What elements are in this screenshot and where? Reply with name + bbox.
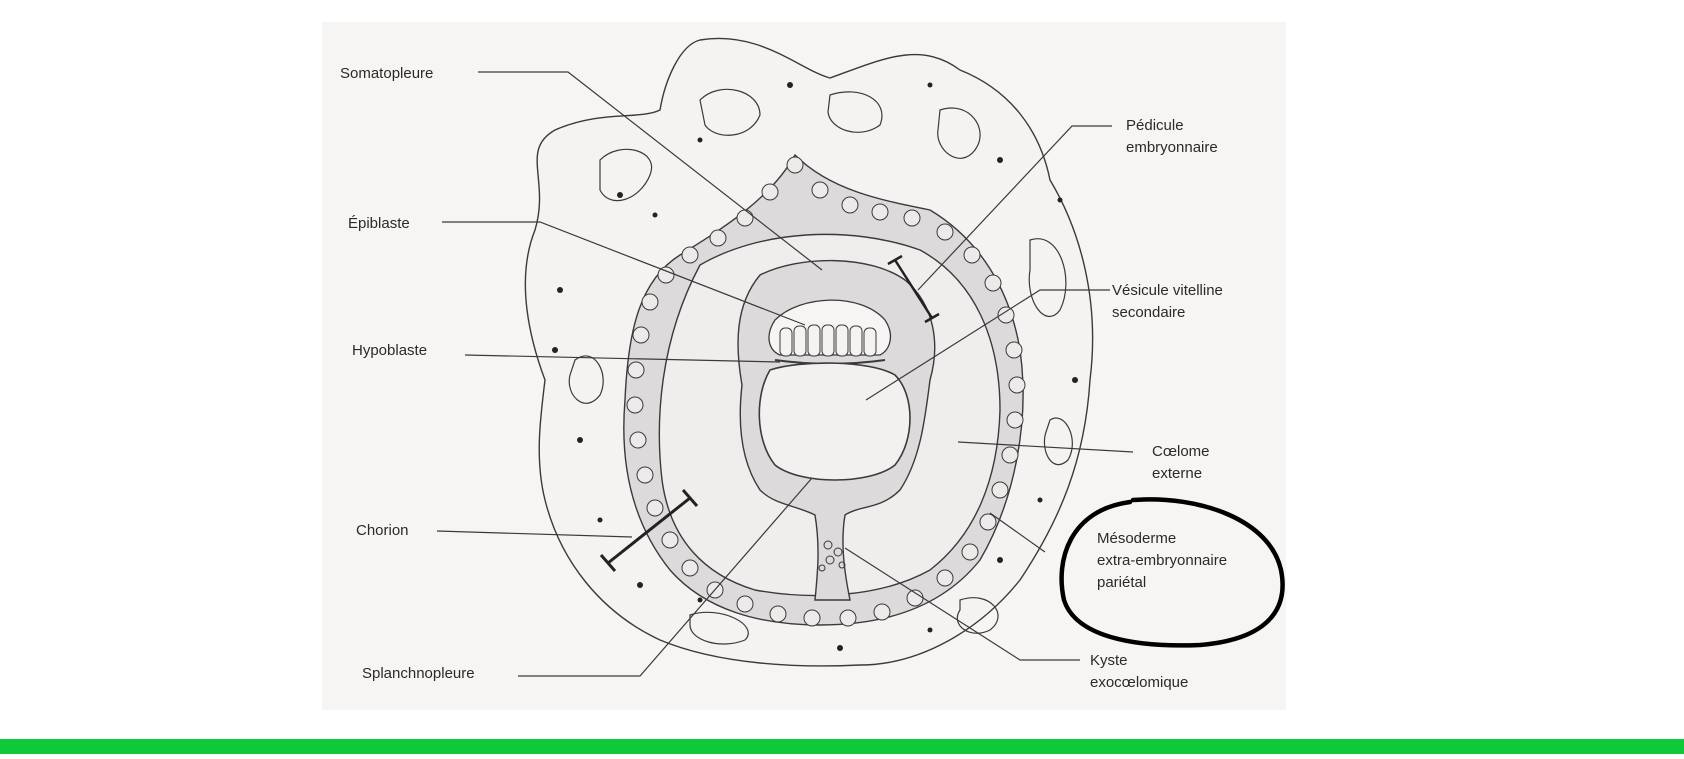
exocoelomic-cyst <box>818 540 846 572</box>
label-kyste-line2: exocœlomique <box>1090 674 1188 691</box>
label-splanchnopleure: Splanchnopleure <box>362 665 475 682</box>
lacuna <box>1043 417 1073 466</box>
bottom-bar <box>0 739 1684 754</box>
syncytium-dots <box>552 82 1078 651</box>
chorion-bracket <box>599 489 699 572</box>
label-coelome-line2: externe <box>1152 465 1202 482</box>
label-chorion: Chorion <box>356 522 409 539</box>
label-kyste-line1: Kyste <box>1090 652 1128 669</box>
label-mesoderme-line2: extra-embryonnaire <box>1097 552 1227 569</box>
lacuna <box>937 107 981 159</box>
lacuna <box>699 88 761 136</box>
pedicule-bracket <box>887 254 940 324</box>
leader-lines <box>436 71 1134 677</box>
label-vesicule-line2: secondaire <box>1112 304 1185 321</box>
label-mesoderme-line1: Mésoderme <box>1097 530 1176 547</box>
label-hypoblaste: Hypoblaste <box>352 342 427 359</box>
secondary-yolk-sac <box>758 362 911 481</box>
lacuna <box>1028 238 1067 317</box>
highlight-circle <box>1059 497 1285 648</box>
epiblast-cells <box>779 324 877 357</box>
cytotrophoblast-cells <box>626 156 1026 627</box>
label-coelome-line1: Cœlome <box>1152 443 1210 460</box>
label-epiblaste: Épiblaste <box>348 215 410 232</box>
label-pedicule-line1: Pédicule <box>1126 117 1184 134</box>
label-pedicule-line2: embryonnaire <box>1126 139 1218 156</box>
lacuna <box>689 611 749 645</box>
label-mesoderme-line3: pariétal <box>1097 574 1146 591</box>
label-vesicule-line1: Vésicule vitelline <box>1112 282 1223 299</box>
lacuna <box>827 91 883 133</box>
lacuna <box>599 148 653 202</box>
label-somatopleure: Somatopleure <box>340 65 433 82</box>
